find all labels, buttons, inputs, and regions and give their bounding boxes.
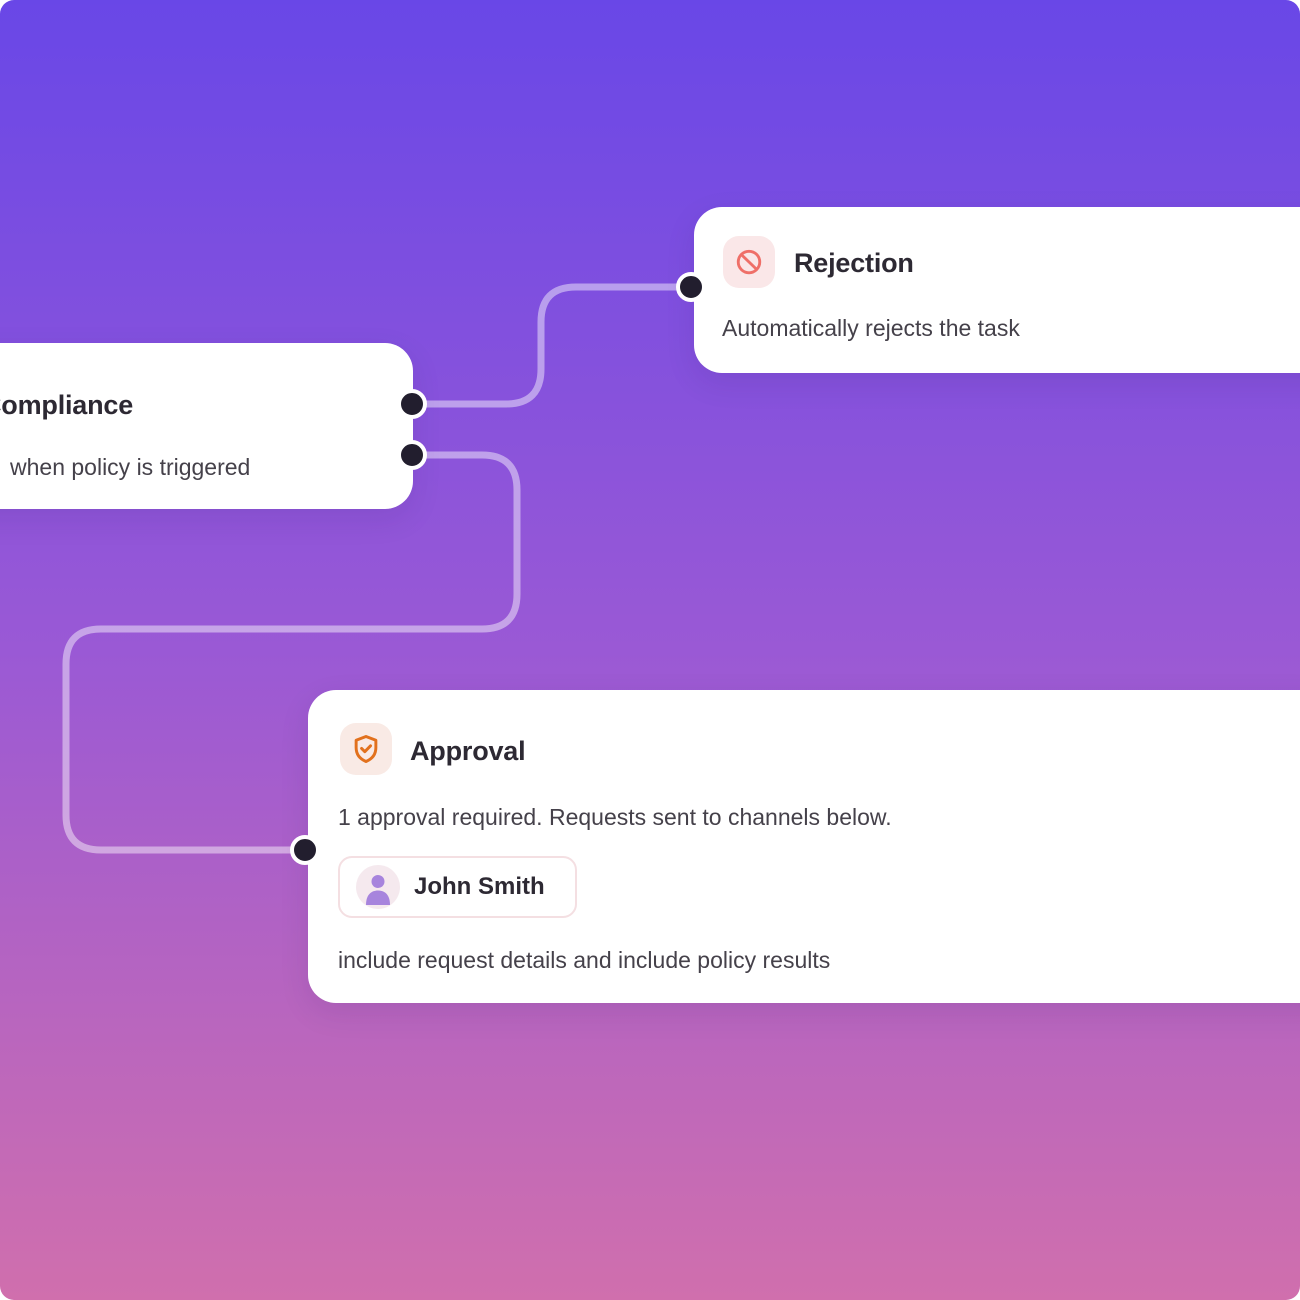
approver-name: John Smith [414, 873, 545, 900]
compliance-title: Compliance [0, 390, 134, 420]
connector-compliance-to-rejection[interactable] [408, 283, 695, 408]
person-icon [356, 865, 400, 909]
port-rejection-in[interactable] [676, 272, 706, 302]
approval-title: Approval [410, 736, 526, 766]
approval-footer: include request details and include poli… [338, 947, 831, 973]
rejection-description: Automatically rejects the task [722, 315, 1020, 341]
port-compliance-out-bottom[interactable] [397, 440, 427, 470]
approver-chip[interactable]: John Smith [338, 856, 577, 918]
compliance-subtitle: when policy is triggered [10, 454, 251, 480]
port-compliance-out-top[interactable] [397, 389, 427, 419]
rejection-title: Rejection [794, 248, 914, 278]
shield-check-icon [340, 723, 392, 775]
node-compliance[interactable]: Compliance when policy is triggered [0, 343, 413, 509]
port-approval-in[interactable] [290, 835, 320, 865]
ban-icon [723, 236, 775, 288]
connector-compliance-to-approval[interactable] [62, 451, 521, 854]
node-rejection[interactable]: Rejection Automatically rejects the task [694, 207, 1300, 373]
approval-description: 1 approval required. Requests sent to ch… [338, 804, 892, 830]
node-approval[interactable]: Approval 1 approval required. Requests s… [308, 690, 1300, 1003]
